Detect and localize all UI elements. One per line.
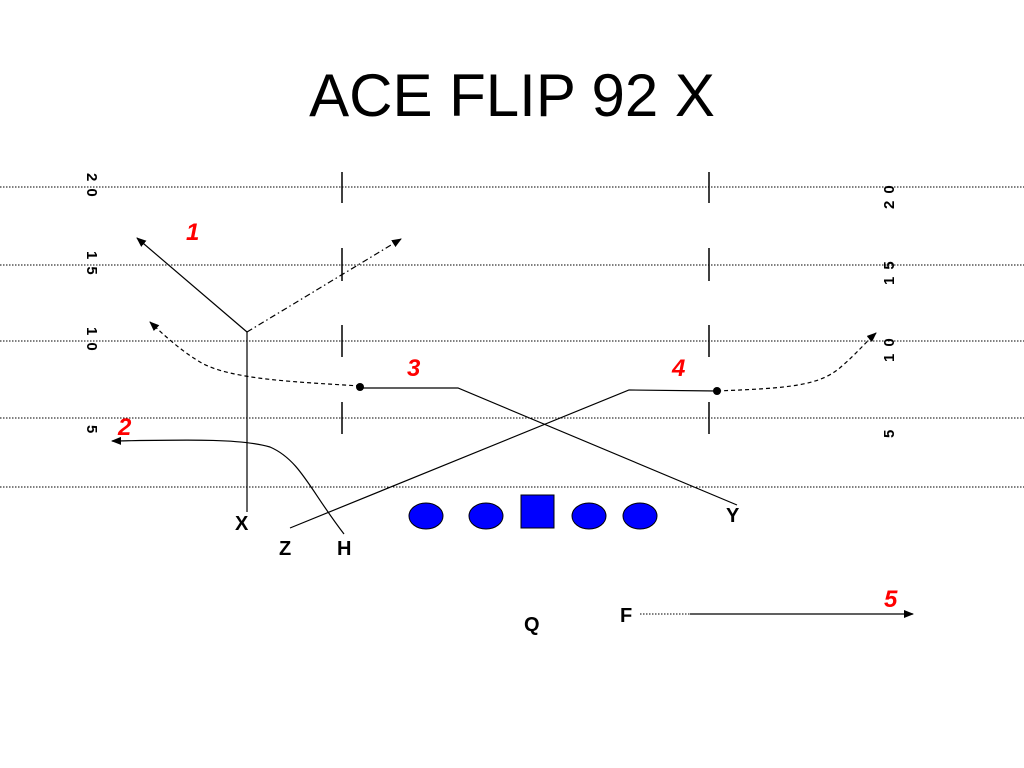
route-number-1: 1 [186, 219, 199, 246]
center [520, 494, 555, 529]
h-route-out [111, 436, 345, 535]
right-tackle [622, 502, 658, 530]
yard-number-left-10: 10 [83, 327, 100, 358]
player-f-label: F [620, 605, 632, 627]
yard-lines [0, 186, 1024, 488]
routes [111, 237, 914, 618]
route-number-4: 4 [671, 355, 685, 382]
z-route-cross [289, 389, 718, 529]
yard-number-right-20: 20 [881, 178, 898, 209]
yard-numbers-right: 20 15 10 5 [881, 178, 898, 438]
right-guard [571, 502, 607, 530]
left-guard [468, 502, 504, 530]
route-number-2: 2 [117, 414, 132, 441]
route-3-dashed [149, 321, 361, 387]
offensive-line [408, 494, 658, 530]
route-4-pivot-dot [713, 387, 721, 395]
yard-number-left-20: 20 [83, 173, 100, 204]
player-z-label: Z [279, 538, 291, 560]
yard-number-right-10: 10 [881, 331, 898, 362]
x-route-option [246, 238, 402, 333]
hash-marks [341, 172, 710, 434]
player-h-label: H [337, 538, 351, 560]
play-title: ACE FLIP 92 X [309, 62, 715, 129]
route-number-5: 5 [884, 586, 898, 613]
route-number-3: 3 [407, 355, 421, 382]
x-route-post [136, 237, 248, 333]
yard-number-right-5: 5 [881, 423, 898, 438]
yard-number-left-5: 5 [83, 425, 100, 440]
left-tackle [408, 502, 444, 530]
route-3-pivot-dot [356, 383, 364, 391]
player-x-label: X [235, 513, 249, 535]
yard-number-left-15: 15 [83, 251, 100, 282]
y-route-cross [360, 387, 738, 506]
yard-number-right-15: 15 [881, 254, 898, 285]
player-y-label: Y [726, 505, 740, 527]
player-q-label: Q [524, 614, 540, 636]
route-4-dashed [716, 332, 877, 392]
yard-numbers-left: 20 15 10 5 [83, 173, 100, 440]
